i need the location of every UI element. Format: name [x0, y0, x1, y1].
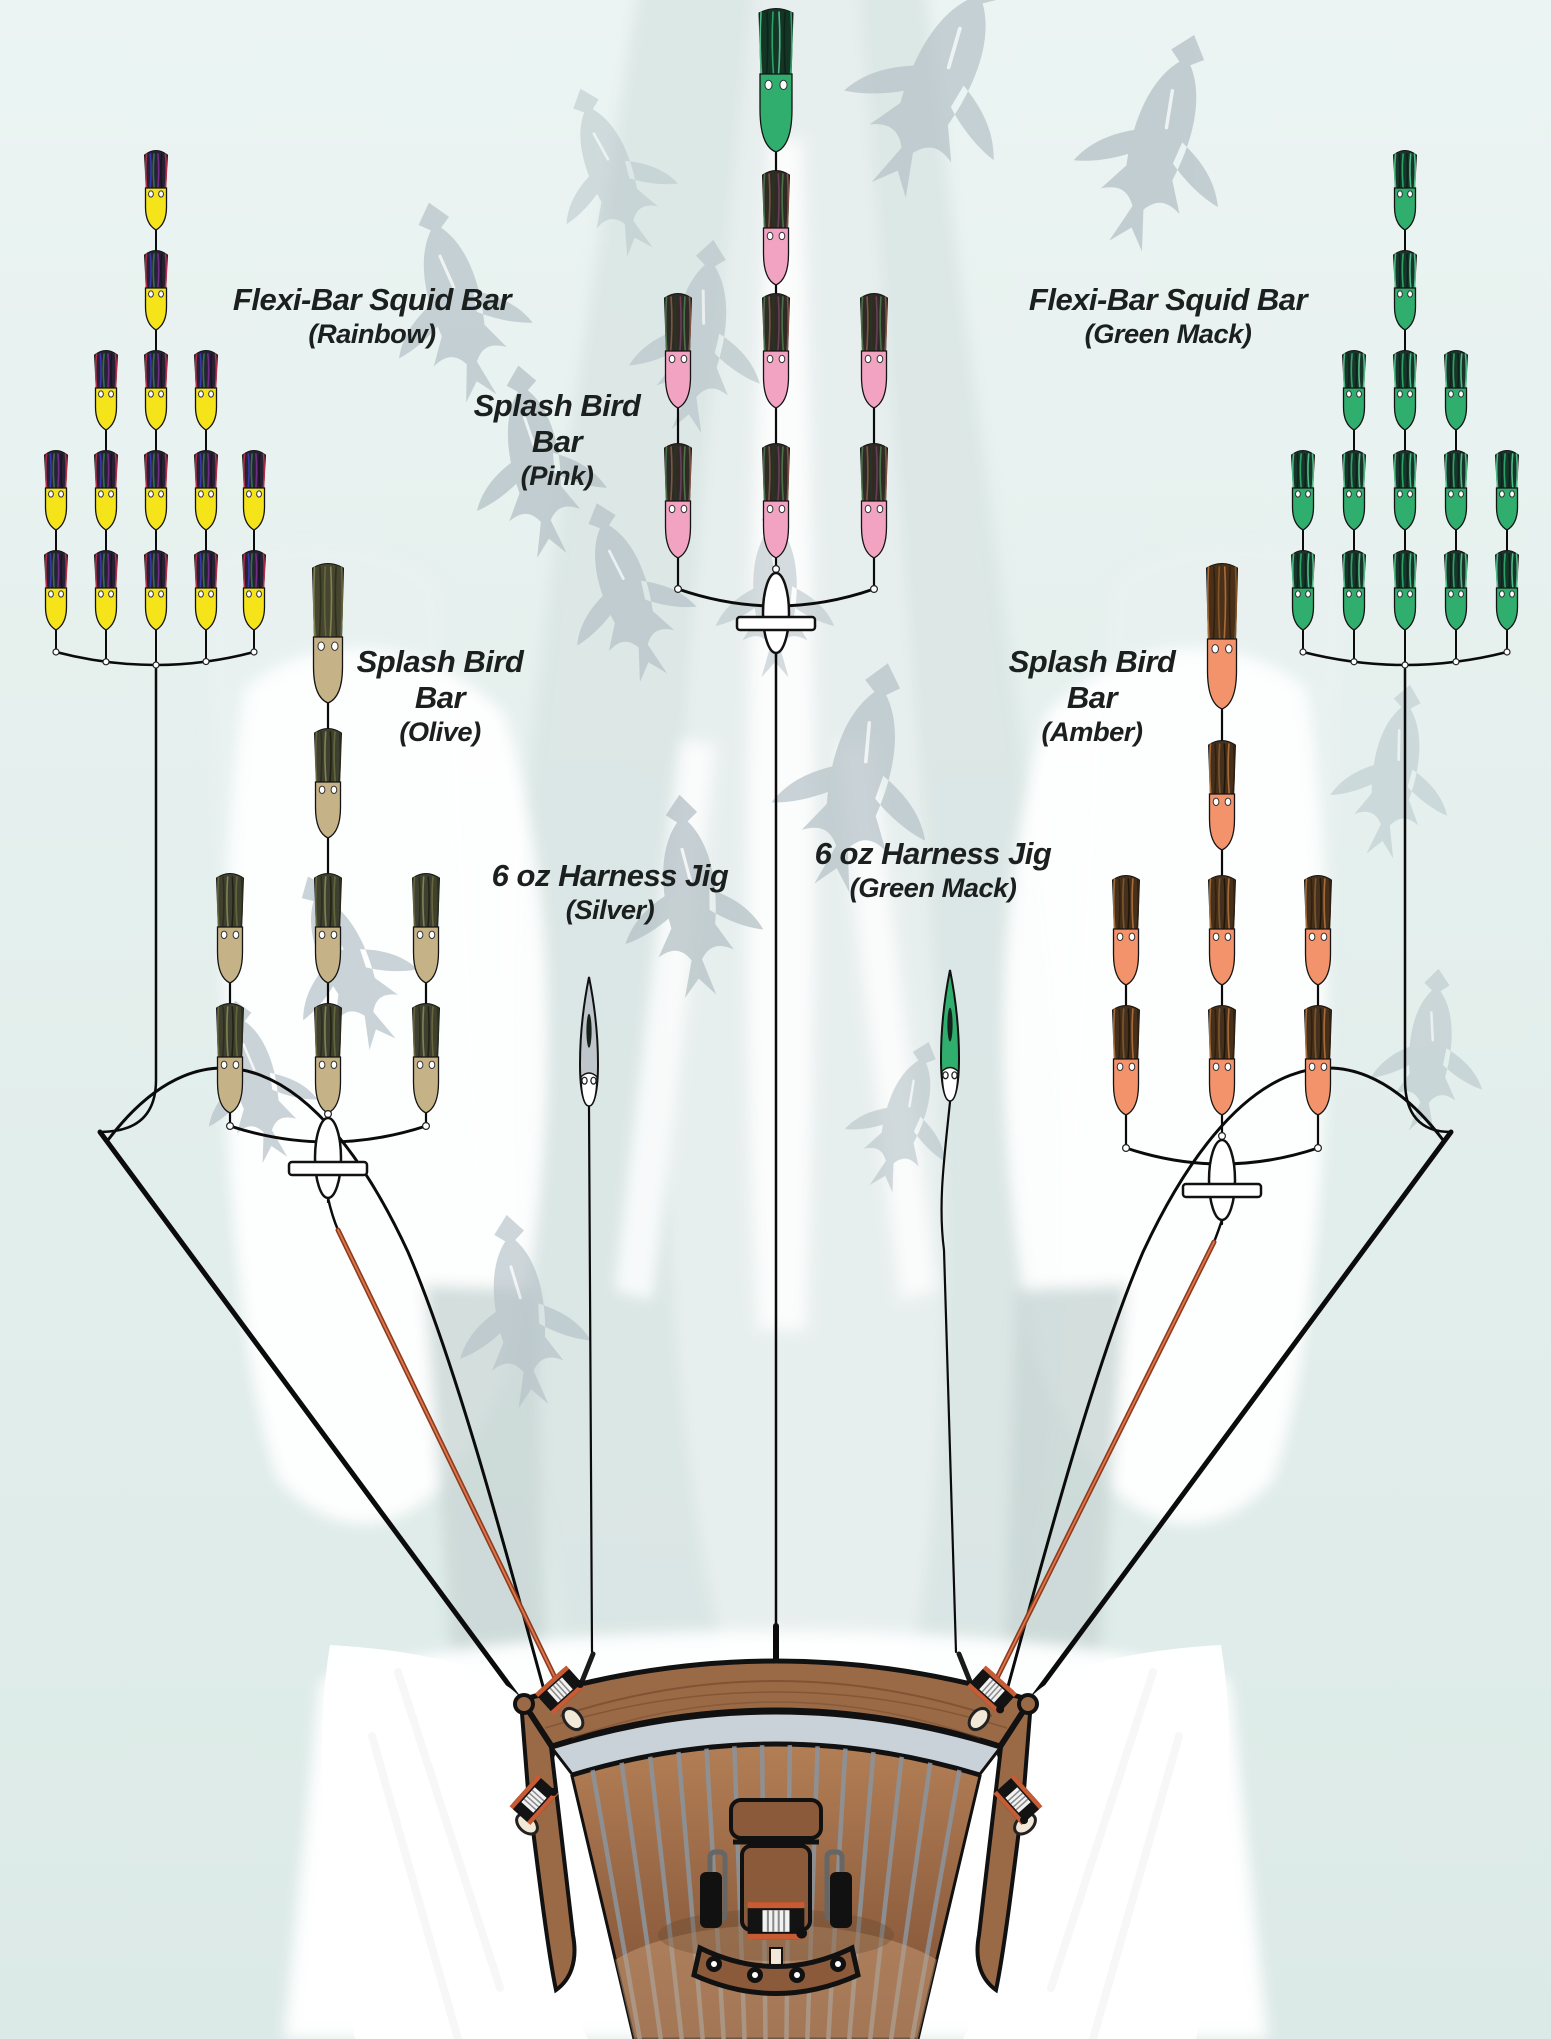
chair-armrest: [700, 1872, 722, 1928]
splash-bird-bar-pink: [663, 8, 889, 655]
fighting-chair: [658, 1798, 894, 1996]
fishing-reel: [747, 1902, 808, 1940]
flexi-bar-squid-bar-rainbow: [43, 150, 267, 669]
deck-wash-glow: [581, 1925, 971, 2039]
fish-silhouette: [1370, 968, 1483, 1134]
fish-silhouette: [771, 663, 926, 893]
fish-silhouette: [398, 202, 533, 403]
wood-gunwale: [513, 1658, 1039, 1994]
chair-backrest: [729, 1798, 823, 1840]
chair-armrest: [830, 1872, 852, 1928]
fish-silhouette: [625, 794, 764, 998]
rod-holder: [561, 1706, 585, 1732]
splash-bird-bar-olive: [215, 563, 441, 1200]
fish-silhouette: [1073, 35, 1218, 252]
fishing-reel: [993, 1775, 1043, 1825]
harness-jig-silver: [578, 976, 600, 1107]
prop-wash-wake: [205, 0, 1346, 2039]
cockpit-liner: [549, 1711, 1003, 1776]
fish-silhouette: [844, 1041, 946, 1193]
fish-silhouette: [460, 1214, 591, 1409]
splash-bird-bar-amber: [1111, 563, 1333, 1222]
fish-silhouette: [577, 503, 697, 683]
fish-silhouette: [629, 239, 760, 434]
fish-silhouette: [1330, 684, 1448, 859]
fish-silhouette: [476, 365, 607, 559]
hull-foam-left: [321, 1645, 588, 2039]
fishing-reel: [509, 1775, 559, 1825]
fishing-reel: [535, 1665, 585, 1715]
chair-footrest: [691, 1944, 861, 1996]
fish-silhouette: [566, 88, 679, 257]
rod-holder: [967, 1706, 991, 1732]
sport-fishing-boat-stern: [321, 1645, 1230, 2039]
fishing-reel: [967, 1665, 1017, 1715]
flexi-bar-squid-bar-green-mack: [1290, 150, 1520, 669]
fish-silhouette: [844, 0, 999, 198]
harness-jig-green-mack: [939, 969, 961, 1102]
